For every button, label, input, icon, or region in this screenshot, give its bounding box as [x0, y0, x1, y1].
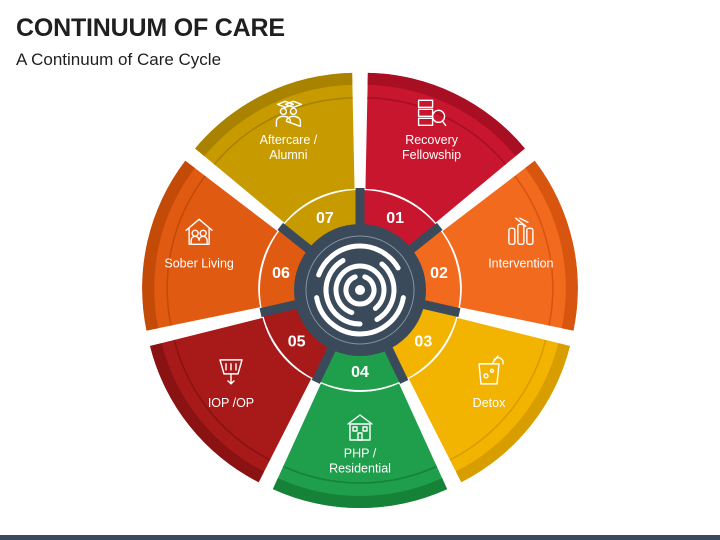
segment-rim — [195, 72, 353, 157]
hub-segment — [388, 305, 458, 380]
segment-wedge — [142, 160, 278, 331]
segment-label: Sober Living — [164, 256, 234, 270]
cycle-segment-04: PHP /Residential — [272, 383, 448, 508]
segment-number: 01 — [386, 210, 404, 227]
segment-wedge — [442, 160, 578, 331]
segment-label: Recovery — [405, 133, 459, 147]
segment-rim — [525, 160, 578, 331]
segment-ring-line — [213, 97, 353, 165]
cycle-segment-03: Detox — [408, 317, 570, 483]
hub-ring: 01 02 03 04 05 06 07 — [260, 190, 460, 390]
segment-rim — [455, 343, 570, 483]
hub-spoke — [311, 343, 338, 384]
segment-number: 03 — [414, 334, 432, 351]
segment-number: 05 — [288, 334, 306, 351]
hub-inner-ring — [305, 235, 415, 345]
segment-wedge — [408, 317, 570, 483]
hub-segment — [318, 346, 402, 390]
segment-wedge — [272, 383, 448, 508]
hub-segment — [262, 305, 332, 380]
server-search-icon — [417, 99, 447, 127]
hub-spoke — [419, 299, 461, 318]
family-house-icon — [185, 218, 213, 245]
segment-label: Aftercare / — [260, 133, 318, 147]
segment-number: 06 — [272, 265, 290, 282]
segment-wedge — [365, 72, 525, 223]
hub-segment — [260, 229, 311, 311]
segment-label: Fellowship — [402, 148, 461, 162]
segment-number: 07 — [316, 210, 334, 227]
segment-wedge — [195, 72, 355, 223]
page-title: CONTINUUM OF CARE — [16, 14, 285, 42]
segment-ring-line — [166, 175, 206, 326]
maze-icon — [314, 243, 406, 337]
segment-label: IOP /OP — [208, 396, 254, 410]
segment-label: Alumni — [269, 148, 307, 162]
building-icon — [347, 414, 373, 441]
segment-label: Residential — [329, 462, 391, 476]
lab-tubes-icon — [508, 217, 534, 245]
hub-segment — [283, 190, 359, 251]
hub-spoke — [277, 222, 315, 255]
segment-number: 02 — [430, 265, 448, 282]
detox-drink-icon — [478, 355, 504, 385]
segment-ring-line — [514, 175, 554, 326]
segment-rim — [150, 343, 265, 483]
hub-segment — [409, 229, 460, 311]
bottom-bar — [0, 535, 720, 540]
hub-segment — [361, 190, 437, 251]
segment-label: Intervention — [488, 256, 553, 270]
segment-label: Detox — [473, 396, 506, 410]
filter-funnel-icon — [219, 359, 243, 385]
cycle-segment-07: Aftercare /Alumni — [195, 72, 355, 223]
segment-ring-line — [282, 465, 438, 484]
segment-rim — [367, 72, 525, 157]
hub-spoke — [382, 343, 409, 384]
segment-rim — [142, 160, 195, 331]
segment-ring-line — [367, 97, 507, 165]
cycle-segment-05: IOP /OP — [150, 317, 312, 483]
segment-rim — [272, 478, 448, 508]
page-subtitle: A Continuum of Care Cycle — [16, 50, 222, 69]
graduates-icon — [275, 100, 303, 128]
cycle-segment-06: Sober Living — [142, 160, 278, 331]
cycle-segment-02: Intervention — [442, 160, 578, 331]
segment-number: 04 — [351, 364, 369, 381]
segment-wedge — [150, 317, 312, 483]
segment-ring-line — [173, 339, 271, 461]
hub-spoke — [405, 222, 443, 255]
hub-spoke — [259, 299, 301, 318]
segment-label: PHP / — [344, 447, 377, 461]
segment-ring-line — [449, 339, 547, 461]
